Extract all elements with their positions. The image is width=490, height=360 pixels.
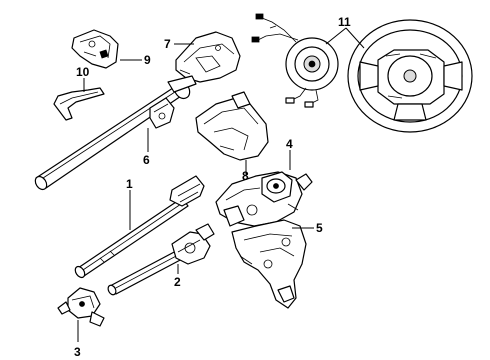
part-11-clock-spring <box>251 13 339 108</box>
part-3-coupling <box>57 287 105 327</box>
callout-8: 8 <box>242 169 249 183</box>
part-8-lower-shroud <box>195 91 269 161</box>
leader-11b <box>345 27 365 49</box>
callout-4: 4 <box>286 137 293 151</box>
leader-11a <box>325 27 347 45</box>
callout-3: 3 <box>74 345 81 359</box>
part-9-bracket <box>71 29 119 69</box>
part-4-lock-housing <box>215 171 313 227</box>
callout-6: 6 <box>143 153 150 167</box>
part-1-intermediate-shaft <box>74 175 205 279</box>
part-6-column-tube <box>34 75 197 191</box>
part-7-upper-cover <box>175 31 241 83</box>
callout-1: 1 <box>126 177 133 191</box>
part-5-lower-bracket <box>231 219 307 309</box>
part-2-lower-shaft <box>107 223 215 296</box>
callout-9: 9 <box>144 53 151 67</box>
part-10-lever <box>53 87 105 121</box>
callout-11: 11 <box>338 15 351 29</box>
callout-5: 5 <box>316 221 323 235</box>
callout-10: 10 <box>76 65 90 79</box>
callout-2: 2 <box>174 275 181 289</box>
part-11-steering-wheel <box>347 19 473 133</box>
callout-7: 7 <box>164 37 171 51</box>
